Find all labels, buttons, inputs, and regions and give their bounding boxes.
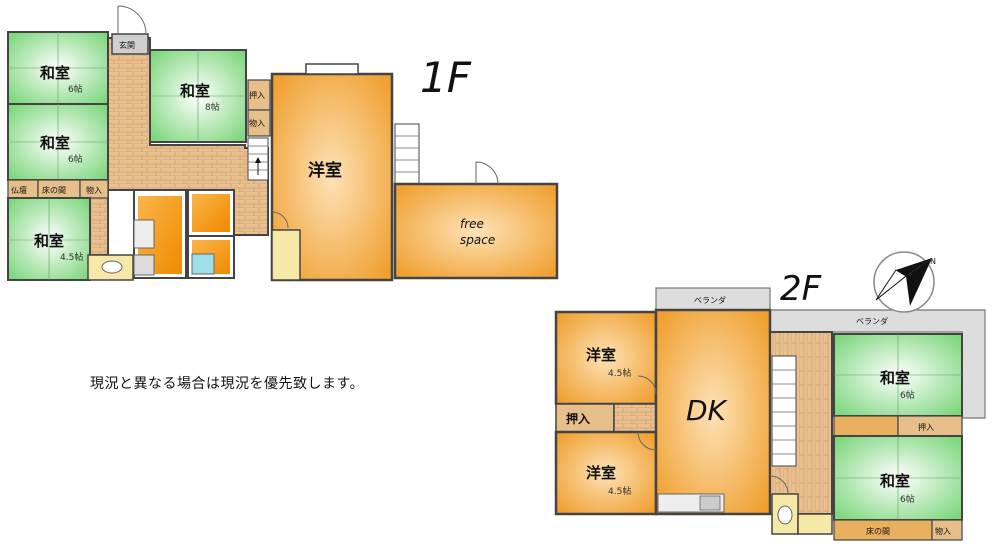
youshitsu-2f-a xyxy=(554,310,658,406)
toilet-1f xyxy=(87,254,134,281)
youshitsu-2f-a-name: 洋室 xyxy=(586,346,616,364)
oshiire-2f-left-label: 押入 xyxy=(566,411,590,426)
stairs-2f xyxy=(771,355,797,467)
genkan-label: 玄関 xyxy=(119,40,135,50)
dk-label: DK xyxy=(686,394,729,427)
washitsu-6-b-size: 6帖 xyxy=(68,153,83,165)
washitsu-4-5-name: 和室 xyxy=(34,232,64,250)
washitsu-8-name: 和室 xyxy=(180,82,210,100)
butsudan-label: 仏壇 xyxy=(11,185,27,195)
disclaimer-note: 現況と異なる場合は現況を優先致します。 xyxy=(90,376,365,392)
closet-1f xyxy=(271,229,301,281)
washitsu-2f-a-name: 和室 xyxy=(880,369,910,387)
floor-2f: ベランダ ベランダ 洋室 4.5帖 押入 洋室 4.5帖 DK xyxy=(554,269,986,541)
free-space xyxy=(393,182,559,280)
mono-label-1f-2: 物入 xyxy=(249,118,265,128)
washitsu-2f-a-size: 6帖 xyxy=(900,389,915,401)
oshiire-label-1f: 押入 xyxy=(249,90,265,100)
mono-area-1f-2 xyxy=(247,109,271,137)
stairs-1f xyxy=(247,137,269,181)
mono-area-1f xyxy=(79,179,109,199)
mono-area-2f xyxy=(931,519,963,541)
veranda-2f-left-label: ベランダ xyxy=(694,295,726,305)
washitsu-6-a-name: 和室 xyxy=(40,64,70,82)
mono-label-1f: 物入 xyxy=(86,185,102,195)
washitsu-4-5-size: 4.5帖 xyxy=(60,251,83,263)
youshitsu-1f-name: 洋室 xyxy=(308,160,342,181)
oshiire-2f-left xyxy=(555,403,615,433)
compass-needle-icon xyxy=(896,258,932,276)
mono-label-2f: 物入 xyxy=(935,526,951,536)
washitsu-2f-b-name: 和室 xyxy=(880,472,910,490)
floor-1f-label: 1F xyxy=(420,53,472,102)
compass-north-letter: N xyxy=(930,257,936,266)
youshitsu-2f-b-size: 4.5帖 xyxy=(608,485,631,497)
compass: N xyxy=(873,251,936,313)
steps-1f xyxy=(394,123,420,185)
washitsu-8-size: 8帖 xyxy=(205,101,220,113)
veranda-2f-right-label: ベランダ xyxy=(856,316,888,326)
free-space-line2: space xyxy=(460,233,495,247)
washitsu-2f-b-size: 6帖 xyxy=(900,493,915,505)
youshitsu-2f-a-size: 4.5帖 xyxy=(608,367,631,379)
washitsu-6-b-name: 和室 xyxy=(40,134,70,152)
free-space-line1: free xyxy=(460,217,484,231)
floor-2f-label: 2F xyxy=(780,269,822,309)
tokonoma-label-1f: 床の間 xyxy=(42,185,66,195)
youshitsu-2f-b-name: 洋室 xyxy=(586,464,616,482)
floor-1f: 玄関 和室 6帖 和室 6帖 仏壇 床の間 物入 和室 4.5帖 xyxy=(7,5,559,282)
washitsu-6-a-size: 6帖 xyxy=(68,83,83,95)
tokonoma-label-2f: 床の間 xyxy=(866,526,890,536)
genkan-area xyxy=(111,33,149,55)
oshiire-2f-right-label: 押入 xyxy=(918,422,934,432)
dk-room xyxy=(654,308,772,516)
